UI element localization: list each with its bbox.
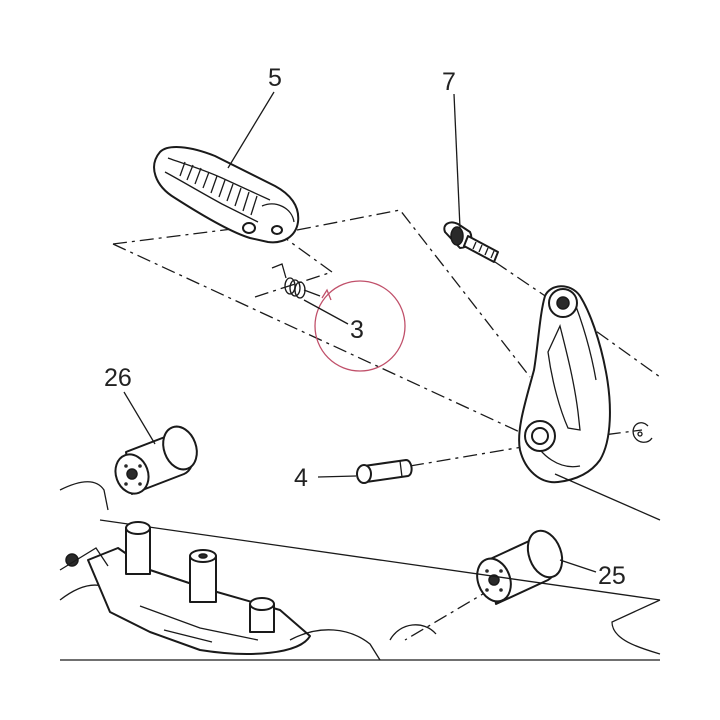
callout-7: 7: [442, 68, 456, 96]
callout-4: 4: [294, 464, 308, 492]
callout-25: 25: [598, 562, 626, 590]
return-spring-part-3: [271, 263, 332, 301]
callout-5: 5: [268, 64, 282, 92]
footpeg-bracket: [518, 285, 661, 521]
callout-3: 3: [350, 316, 364, 344]
highlight-circle: [314, 280, 406, 372]
leader-lines: [123, 91, 597, 573]
bushing-part-25: [476, 529, 564, 605]
bushing-part-26: [114, 425, 198, 495]
footpeg-rubber-part-5: [153, 146, 300, 244]
callout-labels: 5 7 3 26 4 25: [104, 64, 626, 590]
circlip: [632, 422, 653, 443]
bolt-part-7: [443, 221, 499, 263]
callout-26: 26: [104, 364, 132, 392]
pivot-pin-part-4: [356, 459, 413, 484]
frame-mounting-plate: [59, 481, 661, 661]
